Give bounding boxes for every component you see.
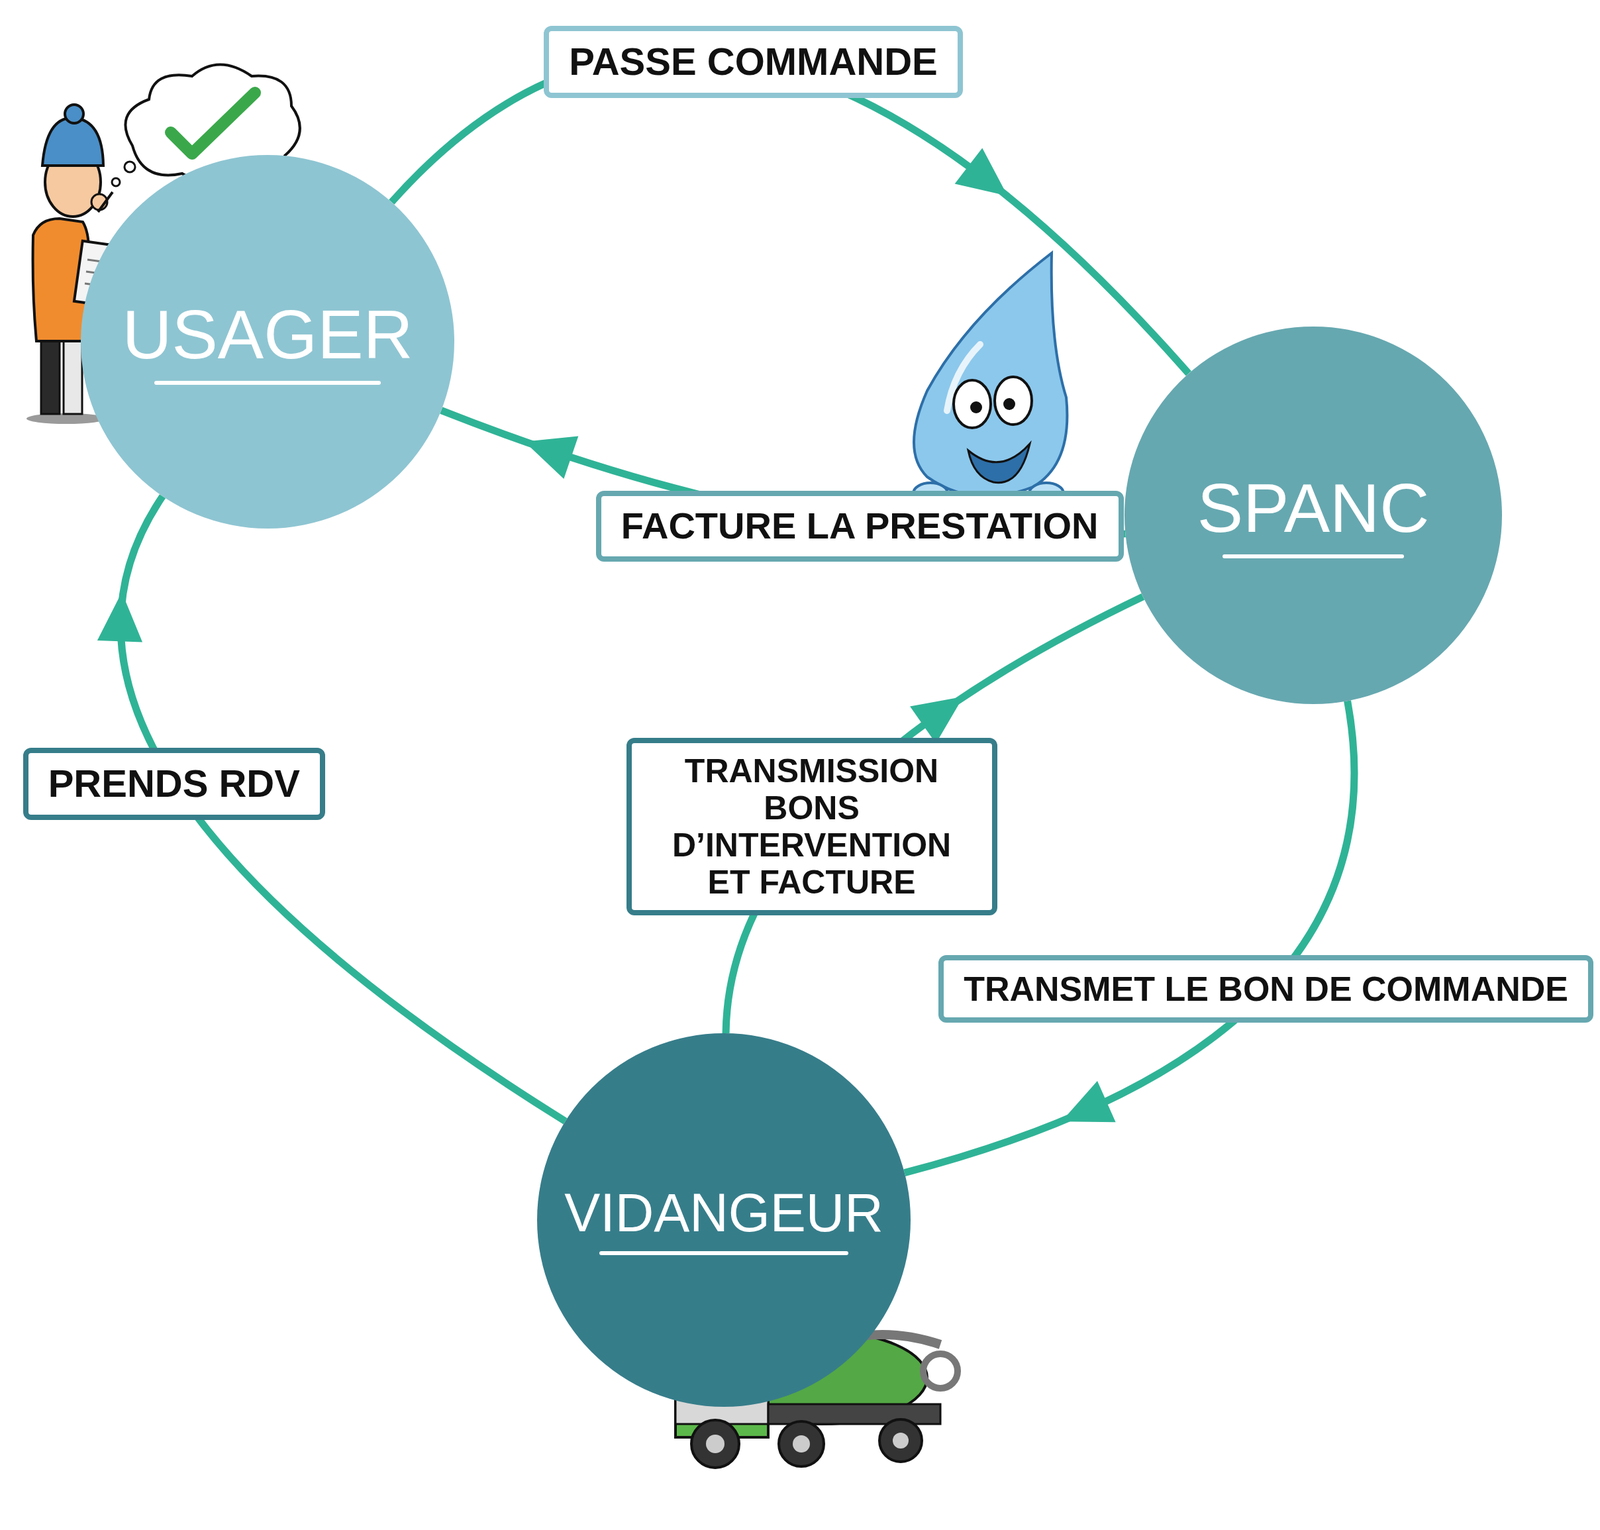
edge-label-box: TRANSMISSION BONS D’INTERVENTION ET FACT… bbox=[626, 737, 998, 916]
arrow-head bbox=[97, 592, 143, 643]
connector-line bbox=[391, 54, 1189, 374]
edge-label-box: PASSE COMMANDE bbox=[543, 25, 963, 99]
arrow-head bbox=[1061, 1080, 1116, 1122]
arrow-head bbox=[954, 147, 1008, 196]
arrow-head bbox=[909, 696, 964, 744]
title-underline bbox=[154, 380, 382, 385]
edge-label-box: TRANSMET LE BON DE COMMANDE bbox=[938, 954, 1594, 1023]
circle-node: VIDANGEUR bbox=[537, 1033, 911, 1407]
circle-fill bbox=[537, 1033, 911, 1407]
title-underline bbox=[1222, 554, 1404, 559]
edge-label-box: PRENDS RDV bbox=[23, 747, 326, 820]
circle-node: USAGER bbox=[80, 154, 455, 529]
water-drop bbox=[913, 252, 1067, 504]
connector bbox=[391, 54, 1189, 374]
circle-fill bbox=[1124, 326, 1502, 704]
circle-fill bbox=[80, 154, 455, 529]
title-underline bbox=[599, 1250, 849, 1255]
edge-label-box: FACTURE LA PRESTATION bbox=[596, 490, 1124, 562]
circle-node: SPANC bbox=[1124, 326, 1502, 704]
arrow-head bbox=[524, 435, 579, 479]
node-title: USAGER bbox=[121, 298, 413, 371]
node-title: SPANC bbox=[1197, 472, 1430, 545]
node-title: VIDANGEUR bbox=[564, 1184, 884, 1242]
